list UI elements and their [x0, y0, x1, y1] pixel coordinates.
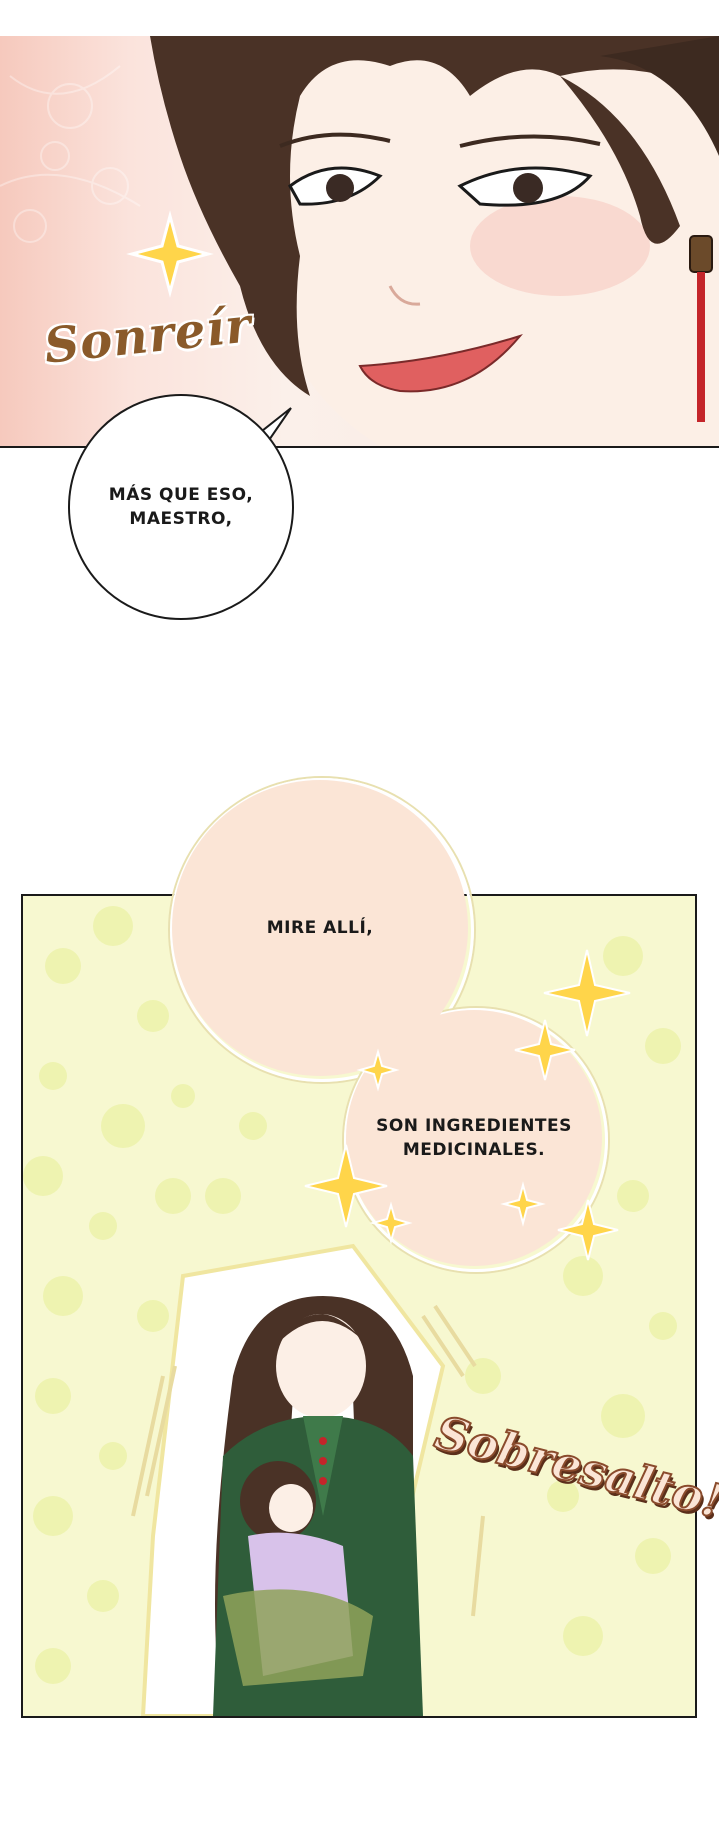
bubble-line: MAESTRO, [129, 509, 233, 529]
bubble-line: MÁS QUE ESO, [108, 485, 254, 505]
bubble-outline [170, 778, 474, 1082]
woman-holding-child-illustration [23, 906, 681, 1716]
top-panel: Sonreír [0, 36, 719, 448]
smiling-man-illustration [0, 36, 719, 446]
speech-bubble-ingredients: SON INGREDIENTES MEDICINALES. [346, 1010, 602, 1266]
bubble-line: MEDICINALES. [402, 1140, 546, 1160]
bubble-line: MIRE ALLÍ, [266, 918, 374, 938]
bubble-line: SON INGREDIENTES [376, 1116, 572, 1136]
speech-bubble-master: MÁS QUE ESO, MAESTRO, [68, 394, 294, 620]
bubble-outline [344, 1008, 608, 1272]
